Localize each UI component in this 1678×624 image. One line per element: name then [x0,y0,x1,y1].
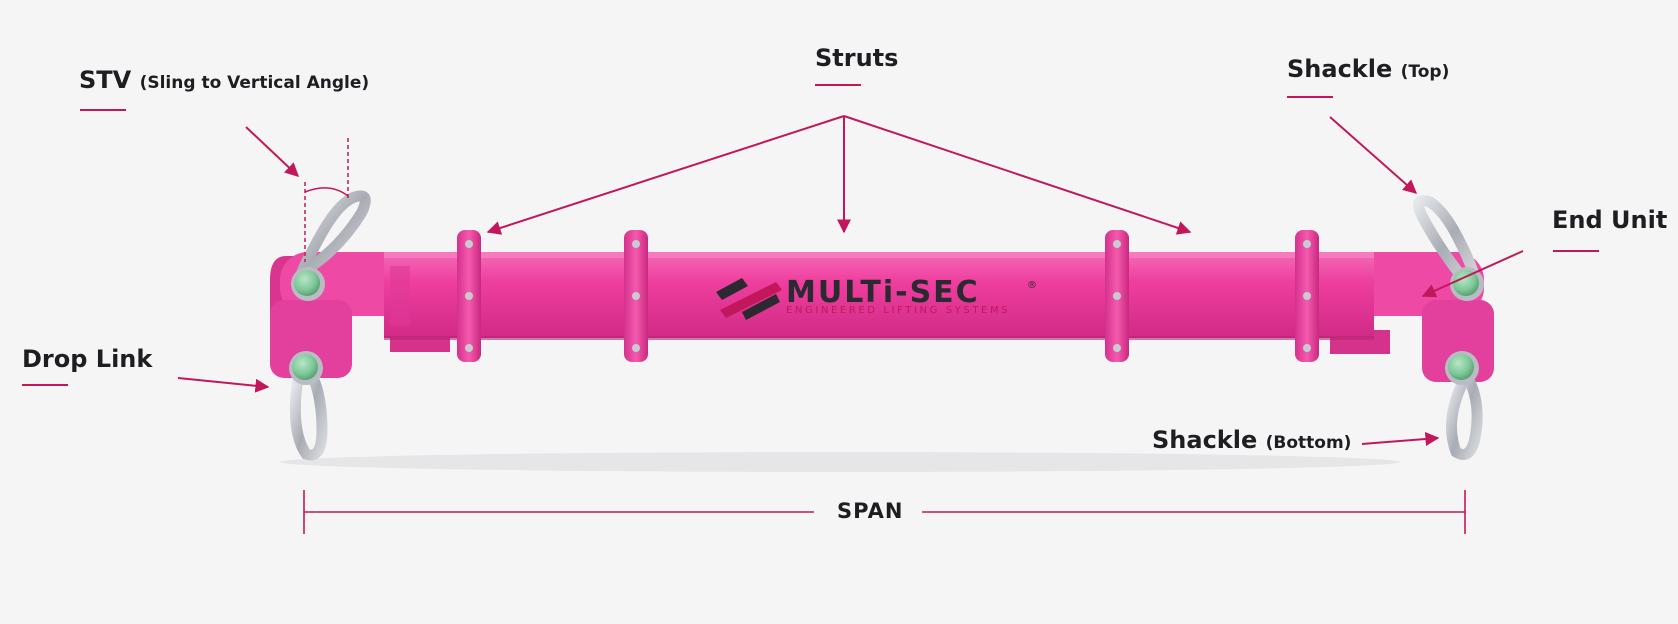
span-label: SPAN [837,499,904,523]
stv-label: STV (Sling to Vertical Angle) [79,68,369,92]
right-top-shackle [1412,195,1482,288]
shackle-bottom-arrow [1361,432,1440,446]
struts-label: Struts [815,46,898,70]
shackle-top-label-main: Shackle [1287,55,1393,83]
shackle-bottom-label-main: Shackle [1152,426,1258,454]
span-dimension [303,490,1466,534]
shackle-top-underline [1287,96,1333,98]
right-end-unit [1330,252,1494,382]
stv-underline [80,109,126,111]
right-top-pin [1450,267,1484,301]
flange-2 [624,230,648,362]
end-unit-label: End Unit [1552,208,1667,232]
flange-1 [457,230,481,362]
left-top-shackle [296,190,371,278]
struts-label-main: Struts [815,44,899,72]
strut-tube [384,252,1374,338]
end-unit-arrow [1421,250,1524,298]
struts-arrow-right [843,115,1192,235]
logo-registered: ® [1027,280,1037,291]
right-bottom-pin [1445,351,1479,385]
struts-arrow-left [486,115,845,235]
drop-link-label: Drop Link [22,347,152,371]
stv-angle-indicator [304,138,349,262]
end-unit-underline [1553,250,1599,252]
left-bottom-pin [289,351,323,385]
multi-sec-logo: MULTi-SEC ® ENGINEERED LIFTING SYSTEMS [716,275,1037,320]
left-top-pin [291,267,325,301]
struts-underline [815,84,861,86]
logo-brand: MULTi-SEC [786,275,980,310]
right-bottom-shackle [1446,374,1483,460]
stv-label-main: STV [79,66,132,94]
shackle-top-arrow [1329,116,1418,194]
shackle-top-label: Shackle (Top) [1287,57,1449,81]
shackle-bottom-label: Shackle (Bottom) [1152,428,1351,452]
stv-label-sub: (Sling to Vertical Angle) [139,73,370,93]
stv-arrow [245,126,300,177]
drop-link-underline [22,384,68,386]
shackle-bottom-label-sub: (Bottom) [1265,433,1352,453]
drop-link-label-main: Drop Link [22,345,153,373]
logo-tagline: ENGINEERED LIFTING SYSTEMS [786,305,1010,316]
flange-4 [1295,230,1319,362]
flange-3 [1105,230,1129,362]
left-bottom-shackle [289,372,328,461]
shackle-top-label-sub: (Top) [1400,62,1450,82]
drop-link-arrow [177,377,270,393]
ground-shadow [280,452,1400,472]
end-unit-label-main: End Unit [1552,206,1668,234]
